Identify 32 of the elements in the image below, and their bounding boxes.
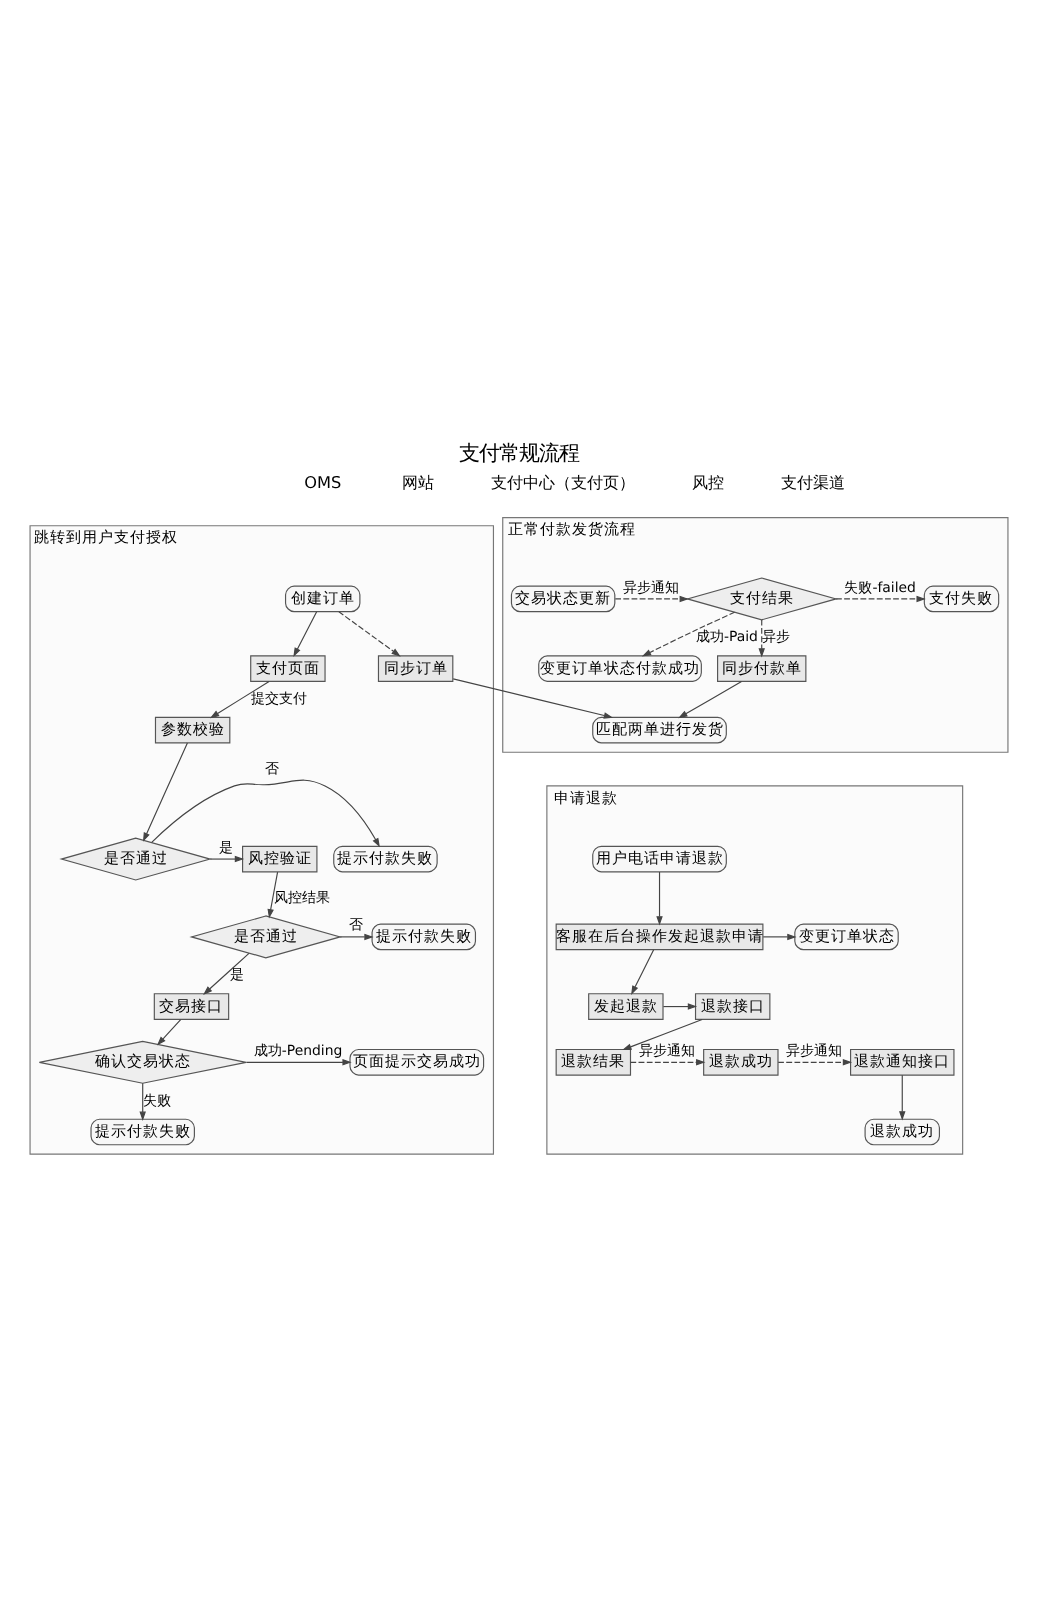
arrow bbox=[203, 951, 250, 994]
arrow bbox=[209, 854, 245, 862]
arrow bbox=[293, 610, 318, 656]
arrow bbox=[629, 1058, 706, 1065]
arrow bbox=[156, 1018, 182, 1045]
arrow bbox=[622, 1017, 703, 1050]
arrow bbox=[631, 948, 655, 994]
arrow bbox=[777, 1058, 853, 1065]
arrow bbox=[758, 618, 765, 657]
label: 支付中心（支付页） bbox=[491, 471, 636, 492]
arrow bbox=[662, 1002, 698, 1009]
label: 网站 bbox=[401, 471, 434, 492]
arrow bbox=[678, 679, 743, 718]
arrow bbox=[151, 778, 380, 847]
arrow bbox=[614, 594, 689, 602]
arrow bbox=[656, 870, 663, 925]
label: 风控 bbox=[692, 471, 725, 492]
arrow bbox=[899, 1073, 906, 1120]
arrow bbox=[142, 741, 188, 841]
arrow bbox=[245, 1058, 352, 1065]
label: OMS bbox=[304, 471, 342, 492]
arrow bbox=[835, 594, 926, 602]
arrow bbox=[452, 677, 614, 718]
diagram-title: 支付常规流程 bbox=[459, 441, 579, 466]
arrow bbox=[338, 610, 401, 656]
arrow bbox=[209, 679, 270, 718]
label: 支付渠道 bbox=[780, 471, 845, 492]
arrow bbox=[267, 870, 279, 918]
arrow bbox=[762, 932, 797, 940]
arrow bbox=[139, 1081, 146, 1120]
arrow bbox=[641, 610, 736, 656]
arrow bbox=[339, 932, 374, 940]
